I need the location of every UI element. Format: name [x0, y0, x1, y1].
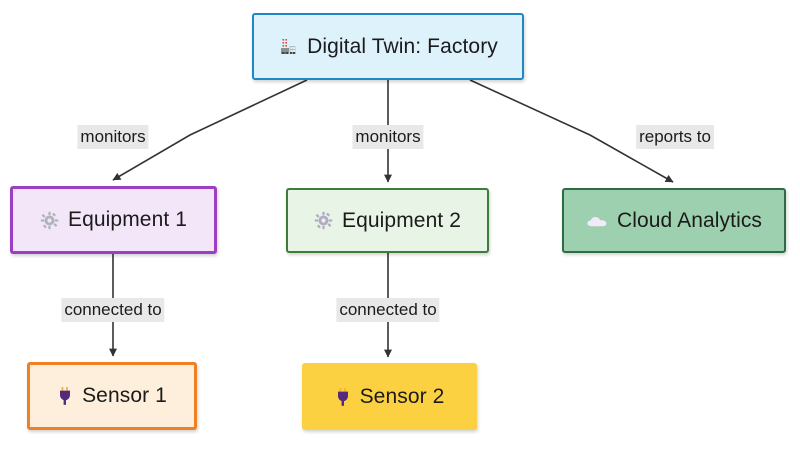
- plug-icon: [57, 386, 73, 406]
- node-label: Digital Twin: Factory: [307, 34, 498, 58]
- node-equipment-2[interactable]: Equipment 2: [286, 188, 489, 253]
- node-label: Equipment 2: [341, 208, 461, 232]
- edge-label-connected-to-1: connected to: [61, 298, 165, 322]
- factory-icon: [278, 37, 298, 57]
- edge-label-connected-to-2: connected to: [336, 298, 440, 322]
- cloud-icon: [586, 213, 608, 229]
- edge-label-reports-to: reports to: [636, 125, 714, 149]
- node-sensor-2[interactable]: Sensor 2: [302, 363, 477, 430]
- gear-icon: [314, 211, 333, 230]
- plug-icon: [335, 387, 351, 407]
- node-label: Cloud Analytics: [616, 208, 763, 232]
- node-equipment-1[interactable]: Equipment 1: [10, 186, 217, 254]
- edge-label-monitors-2: monitors: [352, 125, 424, 149]
- node-sensor-1[interactable]: Sensor 1: [27, 362, 197, 430]
- node-label: Sensor 1: [82, 384, 167, 407]
- node-label: Equipment 1: [67, 208, 187, 231]
- node-cloud-analytics[interactable]: Cloud Analytics: [562, 188, 786, 253]
- node-digital-twin-factory[interactable]: Digital Twin: Factory: [252, 13, 524, 80]
- edge-label-monitors-1: monitors: [77, 125, 149, 149]
- gear-icon: [40, 211, 59, 230]
- node-label: Sensor 2: [359, 384, 445, 408]
